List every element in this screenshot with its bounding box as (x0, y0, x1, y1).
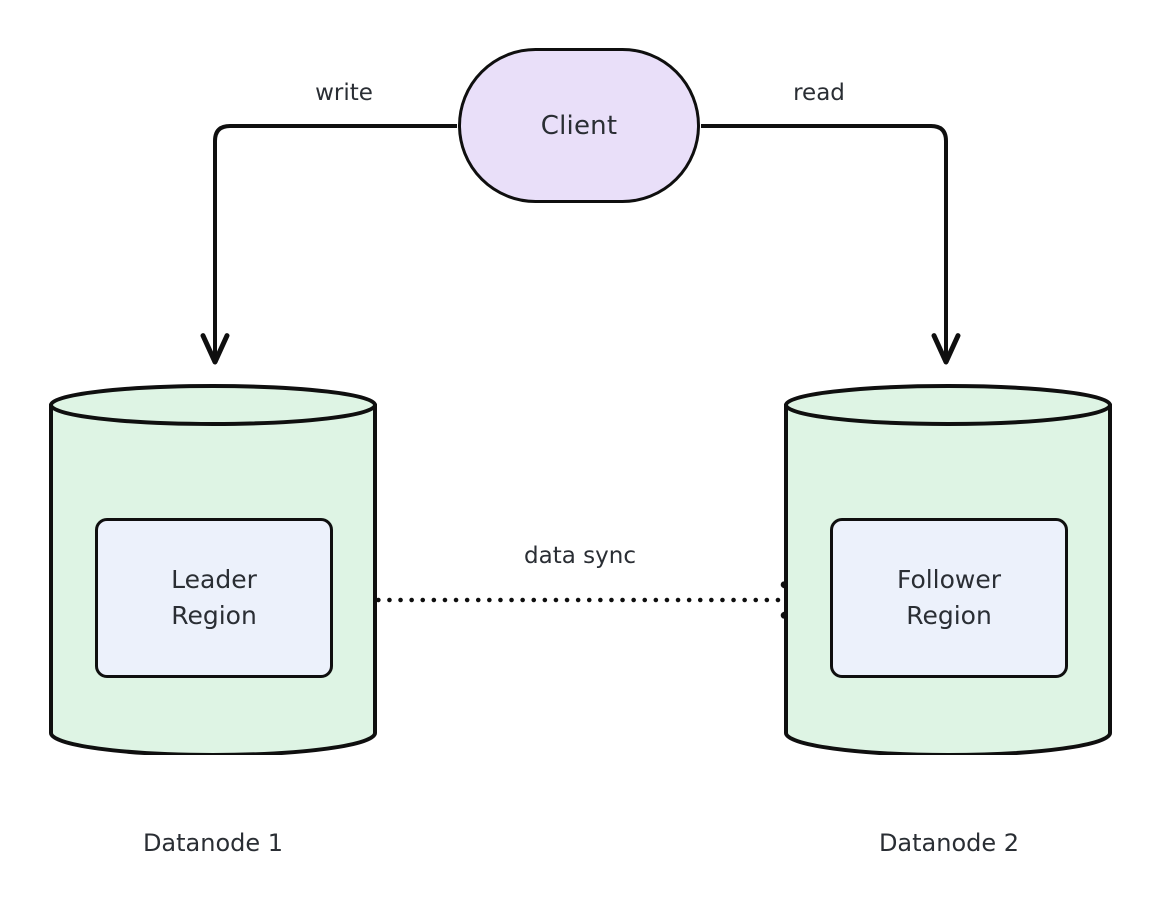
edge-client-to-leader (215, 124, 457, 358)
caption-datanode-1: Datanode 1 (142, 829, 284, 857)
follower-region-label-line2: Region (906, 601, 992, 630)
edge-label-read: read (787, 80, 851, 106)
edge-client-to-follower (701, 124, 946, 358)
edge-label-write: write (309, 80, 379, 106)
follower-region-label-line1: Follower (896, 564, 1002, 594)
leader-region-label-line2: Region (171, 601, 257, 630)
caption-datanode-2: Datanode 2 (878, 829, 1020, 857)
node-follower-region[interactable]: Follower Region (830, 518, 1068, 678)
edge-label-data-sync: data sync (518, 543, 642, 569)
node-client-label: Client (540, 110, 618, 141)
leader-region-label-line1: Leader (171, 564, 257, 594)
node-leader-region[interactable]: Leader Region (95, 518, 333, 678)
node-client[interactable]: Client (458, 48, 700, 203)
